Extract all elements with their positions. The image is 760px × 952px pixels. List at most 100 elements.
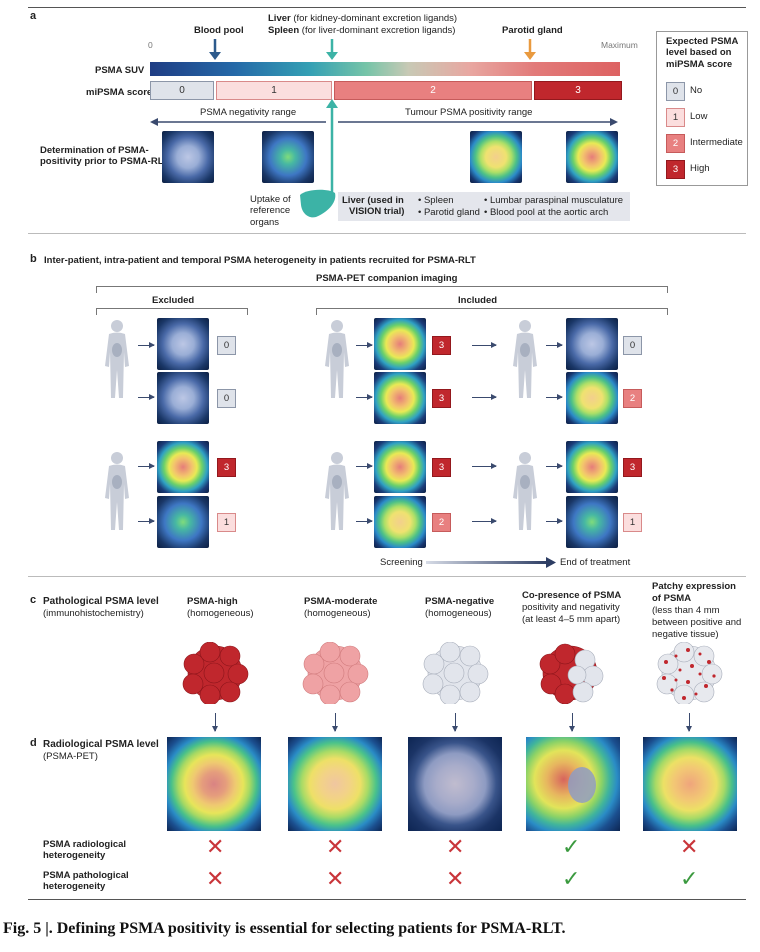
included-bracket xyxy=(316,308,668,315)
legend-title: Expected PSMA level based on miPSMA scor… xyxy=(666,36,738,70)
radiology-negative xyxy=(408,737,502,831)
panel-d-sublabel: (PSMA-PET) xyxy=(43,751,98,762)
arrow-excl-3 xyxy=(138,463,155,469)
cluster-high xyxy=(182,642,249,704)
score-excl-4: 1 xyxy=(217,513,236,532)
radiology-copresence-cold-spot xyxy=(568,767,596,803)
legend-title-2: level based on xyxy=(666,47,732,59)
arrow-down-1 xyxy=(212,713,218,732)
legend-label-3: High xyxy=(690,163,710,174)
arrow-screen-2 xyxy=(356,394,373,400)
marker-liver-rest: (for kidney-dominant excretion ligands) xyxy=(290,13,458,24)
body-figure-screen-1 xyxy=(325,320,349,398)
pathological-cross-icon-1: ✕ xyxy=(206,866,225,891)
pathological-cross-icon-2: ✕ xyxy=(326,866,345,891)
organ-bloodpool: • Blood pool at the aortic arch xyxy=(484,207,609,218)
body-figure-end-2 xyxy=(513,452,537,530)
arrow-transition-1 xyxy=(472,342,497,348)
arrow-excl-4 xyxy=(138,518,155,524)
cluster-copresence xyxy=(539,643,604,704)
mipsma-cell-1: 1 xyxy=(216,81,332,100)
col2-sub: (homogeneous) xyxy=(304,608,371,619)
suv-gradient-bar xyxy=(150,62,620,76)
pet-end-4 xyxy=(566,496,618,548)
organ-parotid: • Parotid gland xyxy=(418,207,480,218)
figure-caption: Fig. 5 |. Defining PSMA positivity is es… xyxy=(3,920,566,937)
score-excl-2: 0 xyxy=(217,389,236,408)
legend-label-1: Low xyxy=(690,111,708,122)
row-radiological-line-2: heterogeneity xyxy=(43,850,106,862)
range-arrows xyxy=(150,118,618,126)
pet-excl-1 xyxy=(157,318,209,370)
legend-swatch-2: 2 xyxy=(666,134,685,153)
arrow-end-2 xyxy=(546,394,563,400)
score-excl-3: 3 xyxy=(217,458,236,477)
body-figure-excl-2 xyxy=(105,452,129,530)
marker-liver-bold: Liver xyxy=(268,13,291,24)
arrow-end-4 xyxy=(546,518,563,524)
screening-label: Screening xyxy=(380,557,423,568)
col5-sub-3: between positive and xyxy=(652,617,742,628)
legend-title-1: Expected PSMA xyxy=(666,36,739,47)
timeline-arrow xyxy=(426,561,548,564)
col3-title: PSMA-negative xyxy=(425,596,495,607)
radiological-cross-icon-3: ✕ xyxy=(446,834,465,859)
col5-sub-1: of PSMA xyxy=(652,593,692,604)
body-figure-end-1 xyxy=(513,320,537,398)
arrow-down-3 xyxy=(452,713,458,732)
marker-liver: Liver (for kidney-dominant excretion lig… xyxy=(268,13,457,24)
organ-spleen: • Spleen xyxy=(418,195,454,206)
cluster-patchy xyxy=(656,642,723,704)
panel-c-label: Pathological PSMA level xyxy=(43,596,159,607)
body-figure-excl-1 xyxy=(105,320,129,398)
cluster-negative xyxy=(422,642,489,704)
pet-screen-4 xyxy=(374,496,426,548)
organ-list-box xyxy=(338,192,630,221)
radiology-patchy xyxy=(643,737,737,831)
radiological-cross-icon-5: ✕ xyxy=(680,834,699,859)
panel-d-letter: d xyxy=(30,737,37,749)
bottom-rule xyxy=(28,899,746,900)
reference-organ-arrow xyxy=(326,99,338,192)
score-end-1: 0 xyxy=(623,336,642,355)
col2-title: PSMA-moderate xyxy=(304,596,378,607)
uptake-line-3: organs xyxy=(250,216,280,228)
uptake-line-2: reference xyxy=(250,205,291,217)
marker-blood-pool: Blood pool xyxy=(194,25,244,36)
pet-image-a1 xyxy=(162,131,214,183)
pet-excl-2 xyxy=(157,372,209,424)
marker-spleen-rest: (for liver-dominant excretion ligands) xyxy=(299,25,456,36)
excluded-bracket xyxy=(96,308,248,315)
mipsma-cell-0: 0 xyxy=(150,81,214,100)
determination-label: Determination of PSMA- positivity prior … xyxy=(40,145,169,168)
row-pathological-line-2: heterogeneity xyxy=(43,881,106,893)
rule-a-b xyxy=(28,233,746,234)
arrow-down-2 xyxy=(332,713,338,732)
pathological-check-icon-5: ✓ xyxy=(680,866,699,891)
pet-image-a2 xyxy=(262,131,314,183)
organ-lumbar: • Lumbar paraspinal musculature xyxy=(484,195,624,206)
arrow-transition-4 xyxy=(472,518,497,524)
liver-icon xyxy=(300,189,336,218)
col5-title: Patchy expression xyxy=(652,581,736,592)
determination-line-2: positivity prior to PSMA-RLT xyxy=(40,156,169,168)
pet-end-2 xyxy=(566,372,618,424)
col1-title: PSMA-high xyxy=(187,596,238,607)
pet-end-3 xyxy=(566,441,618,493)
row-pathological-label: PSMA pathological heterogeneity xyxy=(43,870,129,893)
parotid-arrow-icon xyxy=(524,39,536,60)
panel-a-letter: a xyxy=(30,10,37,22)
panel-c-sublabel: (immunohistochemistry) xyxy=(43,608,144,619)
row-pathological-line-1: PSMA pathological xyxy=(43,870,129,881)
legend-label-0: No xyxy=(690,85,703,96)
legend-swatch-1: 1 xyxy=(666,108,685,127)
panel-d-label: Radiological PSMA level xyxy=(43,739,159,750)
pet-image-a3 xyxy=(470,131,522,183)
arrow-excl-1 xyxy=(138,342,155,348)
excluded-label: Excluded xyxy=(152,295,195,306)
organ-lumbar-text: Lumbar paraspinal musculature xyxy=(489,195,624,206)
score-end-2: 2 xyxy=(623,389,642,408)
col3-sub: (homogeneous) xyxy=(425,608,492,619)
score-screen-4: 2 xyxy=(432,513,451,532)
pathological-cross-icon-3: ✕ xyxy=(446,866,465,891)
